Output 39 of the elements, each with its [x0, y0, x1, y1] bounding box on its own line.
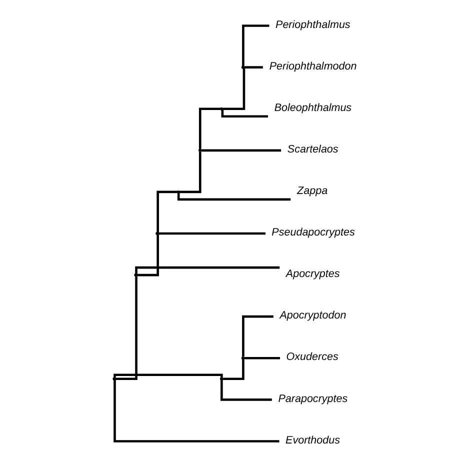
connector	[242, 315, 274, 357]
connector	[198, 108, 220, 150]
connector	[135, 266, 280, 274]
connector	[115, 276, 138, 380]
connector	[201, 149, 282, 152]
node-text: Parapocryptes	[278, 392, 348, 405]
node-text: Periophthalmus	[276, 18, 350, 31]
node-point	[241, 356, 244, 360]
connector	[136, 234, 159, 276]
connector	[114, 380, 280, 442]
connector	[220, 380, 272, 401]
node-point	[220, 377, 223, 380]
node-text: Oxuderces	[286, 351, 338, 364]
connector	[156, 190, 178, 232]
node-point	[198, 148, 202, 152]
node-point	[241, 66, 244, 69]
connector	[222, 67, 246, 110]
node-point	[156, 232, 159, 235]
node-text: Apocryptes	[286, 268, 340, 280]
connector	[244, 356, 280, 360]
connector	[114, 374, 223, 378]
connector	[242, 24, 270, 66]
connector	[244, 66, 263, 68]
node-point	[134, 274, 138, 277]
node-text: Scartelaos	[287, 143, 338, 156]
connector	[177, 193, 291, 201]
node-text: Periophthalmodon	[269, 60, 357, 72]
connector	[158, 232, 266, 235]
node-text: Pseudapocryptes	[272, 226, 355, 239]
node-text: Evorthodus	[286, 434, 340, 446]
node-text: Boleophthalmus	[274, 102, 352, 114]
node-text: Zappa	[297, 185, 328, 198]
node-point	[112, 377, 116, 380]
node-point	[177, 190, 180, 194]
node-point	[220, 107, 223, 110]
node-text: Apocryptodon	[280, 310, 346, 322]
connector	[221, 110, 268, 118]
connector	[180, 152, 202, 194]
connector	[222, 359, 244, 380]
